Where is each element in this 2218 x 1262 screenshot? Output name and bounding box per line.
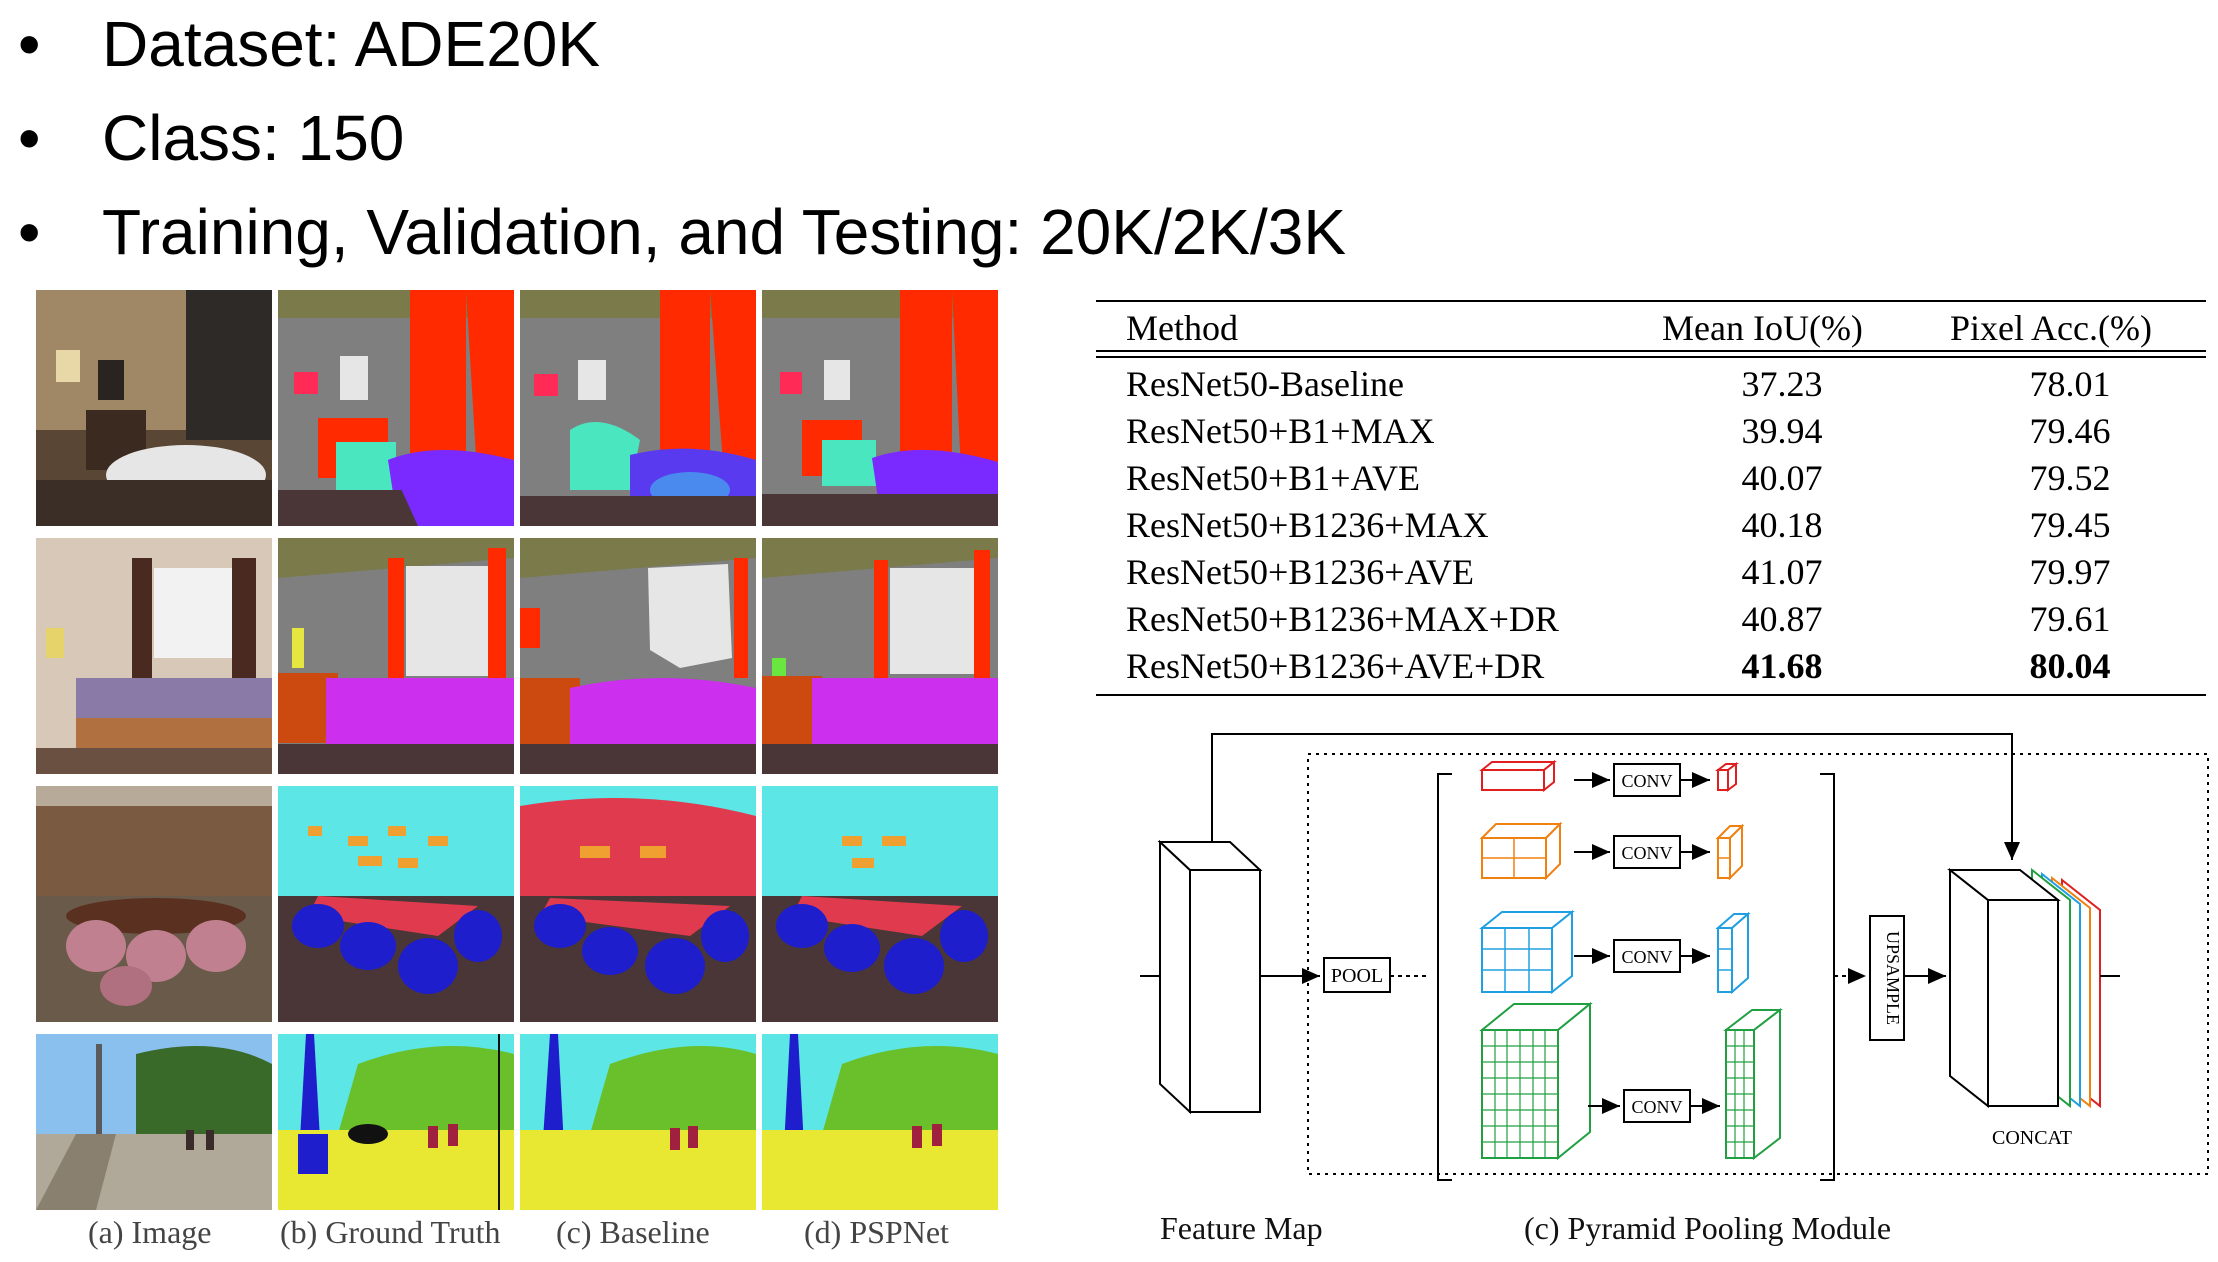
bullet-text: Training, Validation, and Testing: 20K/2… <box>102 196 1347 268</box>
pspnet-bedroom <box>762 290 998 526</box>
pool-label: POOL <box>1331 965 1383 987</box>
module-dotted-frame <box>1307 753 2209 1175</box>
table-top-rule <box>1096 300 2206 302</box>
header-acc: Pixel Acc.(%) <box>1950 308 2152 348</box>
branch-2: CONV <box>1479 821 1745 881</box>
ground-truth-bed <box>278 538 514 774</box>
row-method: ResNet50-Baseline <box>1126 364 1404 404</box>
bullet-item: •Class: 150 <box>18 106 404 170</box>
skip-connection <box>1211 733 2020 860</box>
table-header-rule-2 <box>1096 356 2206 358</box>
table-header-rule <box>1096 350 2206 352</box>
row-miou: 40.07 <box>1741 458 1823 498</box>
conv-box <box>1613 939 1681 973</box>
bullet-text: Class: 150 <box>102 102 405 174</box>
row-method: ResNet50+B1236+AVE <box>1126 552 1474 592</box>
row-method: ResNet50+B1+AVE <box>1126 458 1420 498</box>
upsample-label: UPSAMPLE <box>1883 931 1903 1025</box>
row-miou: 40.18 <box>1741 505 1823 545</box>
feature-map-block <box>1157 839 1263 1115</box>
table-bottom-rule <box>1096 694 2206 696</box>
input-image-conference <box>36 786 272 1022</box>
input-image-bedroom <box>36 290 272 526</box>
header-method: Method <box>1126 308 1238 348</box>
input-image-bed <box>36 538 272 774</box>
row-miou: 39.94 <box>1741 411 1823 451</box>
bullet-item: •Training, Validation, and Testing: 20K/… <box>18 200 1346 264</box>
row-acc: 79.61 <box>2029 599 2111 639</box>
header-miou: Mean IoU(%) <box>1662 308 1863 348</box>
row-method: ResNet50+B1+MAX <box>1126 411 1435 451</box>
row-acc: 79.97 <box>2029 552 2111 592</box>
bullet-marker: • <box>18 102 41 174</box>
row-acc: 79.52 <box>2029 458 2111 498</box>
row-acc: 79.45 <box>2029 505 2111 545</box>
branch-1: CONV <box>1479 759 1739 797</box>
conv-label: CONV <box>1621 843 1672 863</box>
pyramid-pooling-diagram: POOL CONV CONV <box>1140 720 2218 1260</box>
caption-image: (a) Image <box>88 1214 212 1250</box>
input-image-street <box>36 1034 272 1210</box>
conv-label: CONV <box>1621 771 1672 791</box>
bullet-marker: • <box>18 8 41 80</box>
ground-truth-street <box>278 1034 514 1210</box>
caption-baseline: (c) Baseline <box>556 1214 710 1250</box>
baseline-bedroom <box>520 290 756 526</box>
concat-block <box>1947 867 2101 1109</box>
baseline-street <box>520 1034 756 1210</box>
ground-truth-conference <box>278 786 514 1022</box>
baseline-conference <box>520 786 756 1022</box>
ground-truth-bedroom <box>278 290 514 526</box>
bullet-marker: • <box>18 196 41 268</box>
bullet-item: •Dataset: ADE20K <box>18 12 600 76</box>
conv-label: CONV <box>1621 947 1672 967</box>
concat-label: CONCAT <box>1992 1127 2072 1149</box>
row-method: ResNet50+B1236+MAX+DR <box>1126 599 1559 639</box>
pspnet-bed <box>762 538 998 774</box>
bullet-text: Dataset: ADE20K <box>102 8 601 80</box>
conv-box <box>1613 763 1681 797</box>
row-miou-best: 41.68 <box>1741 646 1823 686</box>
pspnet-street <box>762 1034 998 1210</box>
results-table: Method Mean IoU(%) Pixel Acc.(%) ResNet5… <box>1096 300 2206 700</box>
feature-map-caption: Feature Map <box>1160 1210 1323 1246</box>
caption-pspnet: (d) PSPNet <box>804 1214 949 1250</box>
conv-label: CONV <box>1631 1097 1682 1117</box>
row-miou: 40.87 <box>1741 599 1823 639</box>
row-acc-best: 80.04 <box>2029 646 2111 686</box>
pool-box <box>1323 957 1391 993</box>
upsample-box <box>1869 915 1905 1041</box>
branch-4: CONV <box>1479 1001 1783 1161</box>
branch-3: CONV <box>1479 909 1751 995</box>
row-acc: 78.01 <box>2029 364 2111 404</box>
ppm-caption: (c) Pyramid Pooling Module <box>1524 1210 1892 1246</box>
row-miou: 41.07 <box>1741 552 1823 592</box>
conv-box <box>1623 1089 1691 1123</box>
pspnet-conference <box>762 786 998 1022</box>
caption-ground-truth: (b) Ground Truth <box>280 1214 501 1250</box>
row-method: ResNet50+B1236+AVE+DR <box>1126 646 1545 686</box>
baseline-bed <box>520 538 756 774</box>
row-acc: 79.46 <box>2029 411 2111 451</box>
conv-box <box>1613 835 1681 869</box>
row-miou: 37.23 <box>1741 364 1823 404</box>
row-method: ResNet50+B1236+MAX <box>1126 505 1489 545</box>
segmentation-figure: (a) Image (b) Ground Truth (c) Baseline … <box>36 290 1004 1262</box>
